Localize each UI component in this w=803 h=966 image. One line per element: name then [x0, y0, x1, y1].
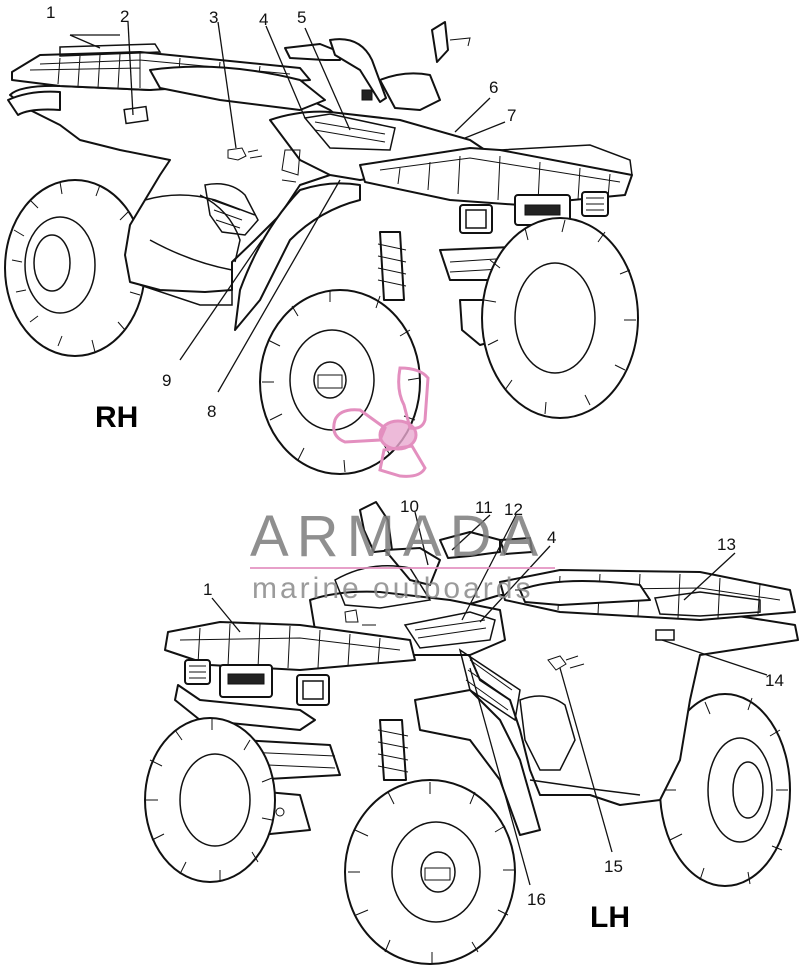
watermark-brand: ARMADA: [250, 504, 546, 569]
side-label-lh: LH: [590, 901, 630, 934]
callout-number: 10: [400, 497, 419, 516]
rh-seat: [149, 65, 326, 111]
atv-right-hand-view: [4, 21, 639, 475]
lh-front-wheel-right: [344, 779, 516, 965]
callout-number: 4: [259, 10, 268, 29]
rh-handlebars: [284, 21, 471, 111]
callout-number: 1: [203, 580, 212, 599]
lh-front-wheel-left: [144, 717, 276, 883]
callout-number: 2: [120, 7, 129, 26]
watermark: ARMADA marine outboards: [250, 366, 555, 605]
callout-number: 16: [527, 890, 546, 909]
callout-number: 13: [717, 535, 736, 554]
callout-number: 5: [297, 8, 306, 27]
callout-number: 1: [46, 3, 55, 22]
callout-number: 7: [507, 106, 516, 125]
callout-number: 3: [209, 8, 218, 27]
rh-callouts: 1 2 3 4 5 6 7 8 9 RH: [46, 3, 516, 434]
callout-number: 4: [547, 528, 556, 547]
atv-left-hand-view: [144, 501, 799, 965]
lh-seat: [519, 580, 651, 606]
rh-front-wheel-left: [259, 289, 421, 475]
rh-front-rack: [359, 144, 633, 206]
callout-number: 14: [765, 671, 784, 690]
lh-callouts: 1 4 10 11 12 13 14 15 16 LH: [203, 497, 784, 934]
lh-rear-wheel: [659, 693, 791, 887]
lh-leader-lines: [211, 511, 768, 886]
callout-number: 15: [604, 857, 623, 876]
lh-headlights: [174, 659, 330, 731]
callout-number: 11: [475, 498, 493, 517]
watermark-tagline: marine outboards: [252, 572, 533, 605]
callout-number: 8: [207, 402, 216, 421]
rh-front-wheel-right: [481, 217, 639, 419]
lh-front-rack: [164, 621, 416, 671]
armada-logo-icon: [332, 366, 430, 478]
callout-number: 6: [489, 78, 498, 97]
side-label-rh: RH: [95, 401, 138, 434]
callout-number: 9: [162, 371, 171, 390]
rh-leader-lines: [69, 21, 506, 393]
rh-rear-wheel: [4, 179, 146, 357]
callout-number: 12: [504, 500, 523, 519]
